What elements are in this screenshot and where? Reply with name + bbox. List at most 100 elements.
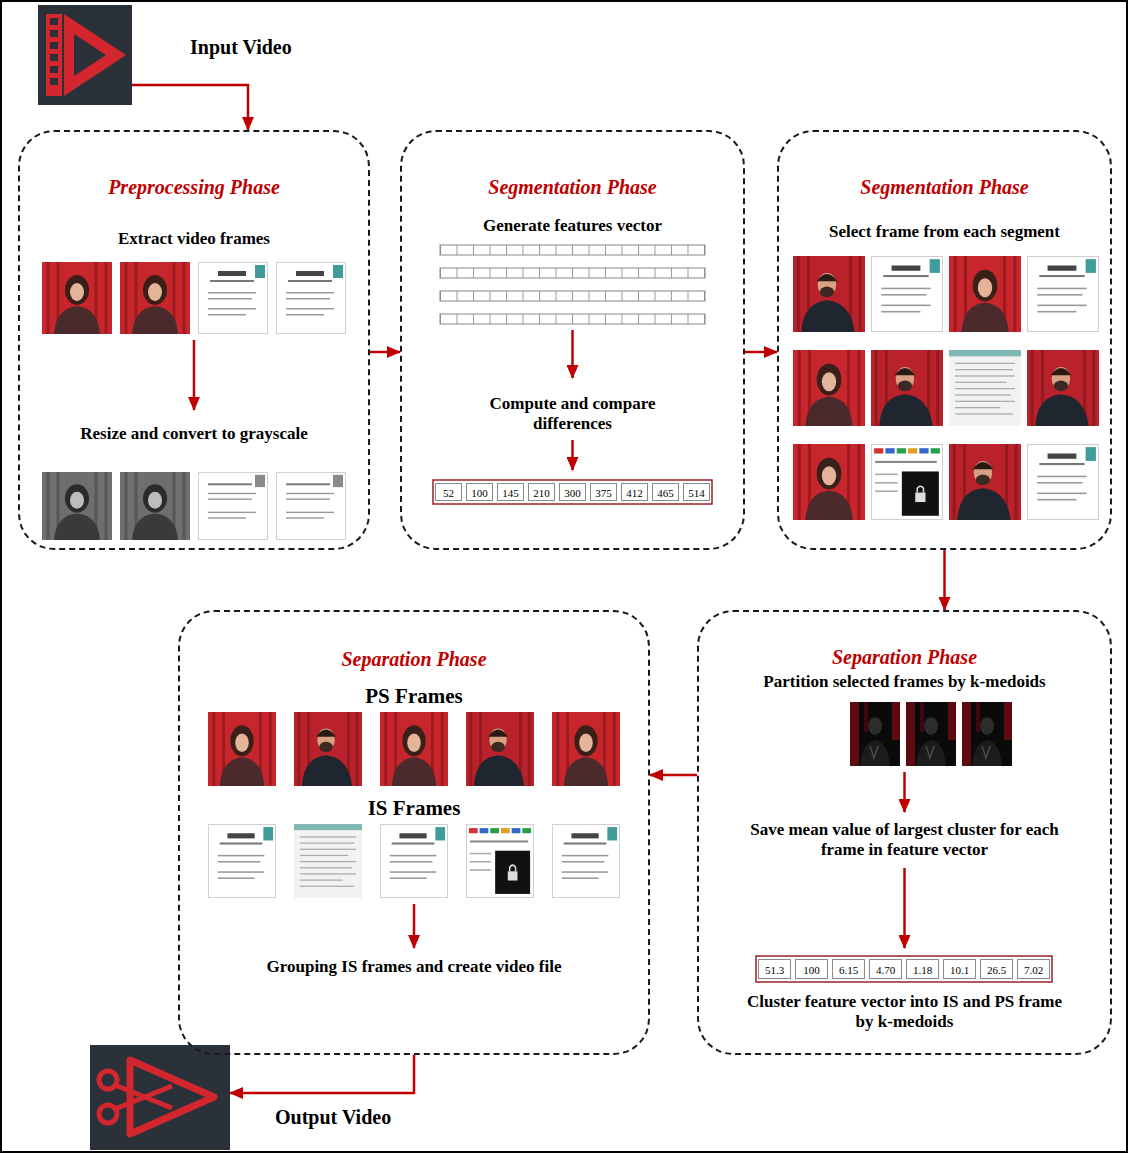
feature-vector-rows — [440, 245, 705, 324]
frame-group-heading: PS Frames — [194, 684, 634, 709]
table-cell: 100 — [466, 483, 493, 501]
phase-box: Separation PhasePartition selected frame… — [697, 610, 1112, 1055]
selected-frame-grid — [872, 445, 943, 520]
table-cell: 51.3 — [758, 959, 791, 979]
mean-feature-vector — [756, 956, 1052, 982]
step-text: Extract video frames — [34, 229, 354, 249]
table-cell-value: 26.5 — [987, 964, 1006, 976]
grayscale-frame-thumbnails — [277, 472, 346, 539]
step-text: Select frame from each segment — [785, 222, 1105, 242]
selected-frame-grid — [793, 256, 1099, 520]
step-arrows — [903, 772, 906, 812]
is-frame-thumbnails — [208, 825, 275, 898]
clustered-frames — [962, 702, 1012, 766]
table-cell-value: 210 — [533, 487, 550, 499]
input-video-icon — [38, 5, 132, 105]
input-video-icon — [50, 18, 58, 25]
grayscale-frame-thumbnails — [199, 472, 268, 539]
feature-vector-rows — [440, 314, 705, 324]
is-frame-thumbnails — [466, 825, 533, 898]
phase-heading: Segmentation Phase — [790, 175, 1100, 199]
input-video-icon — [50, 78, 58, 85]
phase-box: Separation PhasePS FramesIS FramesGroupi… — [178, 610, 650, 1055]
table-cell: 375 — [590, 483, 617, 501]
input-video-icon — [50, 54, 58, 61]
selected-frame-grid — [1028, 257, 1099, 332]
frame-group-heading: IS Frames — [194, 796, 634, 821]
is-frame-thumbnails — [380, 825, 447, 898]
input-video-icon — [50, 30, 58, 37]
ps-frame-thumbnails — [294, 712, 362, 786]
table-cell-value: 145 — [502, 487, 519, 499]
phase-heading: Separation Phase — [710, 645, 1100, 669]
table-cell-value: 6.15 — [839, 964, 858, 976]
is-frame-thumbnails — [294, 824, 362, 898]
phase-heading: Segmentation Phase — [413, 175, 733, 199]
flow-arrow — [370, 351, 400, 354]
step-text: Compute and compare differences — [458, 394, 688, 435]
step-text: Save mean value of largest cluster for e… — [737, 820, 1073, 861]
grayscale-frame-thumbnails — [42, 472, 112, 540]
icon-caption: Input Video — [190, 35, 292, 59]
table-cell: 7.02 — [1017, 959, 1050, 979]
is-frame-thumbnails — [208, 824, 619, 898]
ps-frame-thumbnails — [466, 712, 534, 786]
input-video-icon — [50, 42, 58, 49]
table-cell-value: 300 — [564, 487, 581, 499]
ps-frame-thumbnails — [552, 712, 620, 786]
selected-frame-grid — [949, 444, 1021, 520]
table-cell: 1.18 — [906, 959, 939, 979]
phase-box: Segmentation PhaseSelect frame from each… — [777, 130, 1112, 550]
video-frame-thumbnails — [277, 263, 346, 334]
flow-arrow — [745, 351, 777, 354]
table-cell: 100 — [795, 959, 828, 979]
flow-arrow — [230, 1055, 414, 1093]
output-video-icon: Output Video — [90, 1045, 230, 1150]
selected-frame-grid — [1028, 445, 1099, 520]
grayscale-frame-thumbnails — [120, 472, 190, 540]
clustered-frames — [906, 702, 956, 766]
step-arrows — [413, 904, 416, 948]
table-cell: 6.15 — [832, 959, 865, 979]
input-video-icon — [74, 34, 106, 76]
table-cell-value: 7.02 — [1024, 964, 1043, 976]
table-cell: 145 — [497, 483, 524, 501]
step-arrows — [903, 868, 906, 948]
ps-frame-thumbnails — [380, 712, 448, 786]
flow-arrow — [943, 550, 946, 610]
feature-vector-rows — [440, 268, 705, 278]
step-text: Cluster feature vector into IS and PS fr… — [737, 992, 1073, 1033]
difference-vector — [433, 480, 712, 504]
selected-frame-grid — [793, 444, 865, 520]
ps-frame-thumbnails — [208, 712, 276, 786]
selected-frame-grid — [949, 256, 1021, 332]
table-cell-value: 100 — [803, 964, 820, 976]
input-video-icon — [38, 5, 132, 105]
table-cell: 465 — [652, 483, 679, 501]
icon-caption: Output Video — [275, 1105, 391, 1129]
table-cell: 10.1 — [943, 959, 976, 979]
step-text: Resize and convert to grayscale — [79, 424, 309, 444]
selected-frame-grid — [793, 350, 865, 426]
input-video-icon: Input Video — [38, 5, 132, 105]
step-arrows — [571, 440, 574, 470]
input-video-icon — [64, 14, 126, 96]
table-cell: 412 — [621, 483, 648, 501]
step-text: Grouping IS frames and create video file — [194, 957, 634, 977]
flow-arrow — [132, 85, 248, 130]
clustered-frames — [850, 702, 900, 766]
table-cell: 4.70 — [869, 959, 902, 979]
video-frame-thumbnails — [199, 263, 268, 334]
phase-box: Preprocessing PhaseExtract video framesR… — [18, 130, 370, 550]
output-video-icon — [99, 1071, 117, 1089]
input-video-icon — [46, 14, 62, 96]
table-cell-value: 514 — [688, 487, 705, 499]
table-cell-value: 412 — [626, 487, 643, 499]
table-cell-value: 465 — [657, 487, 674, 499]
output-video-icon — [90, 1045, 230, 1150]
